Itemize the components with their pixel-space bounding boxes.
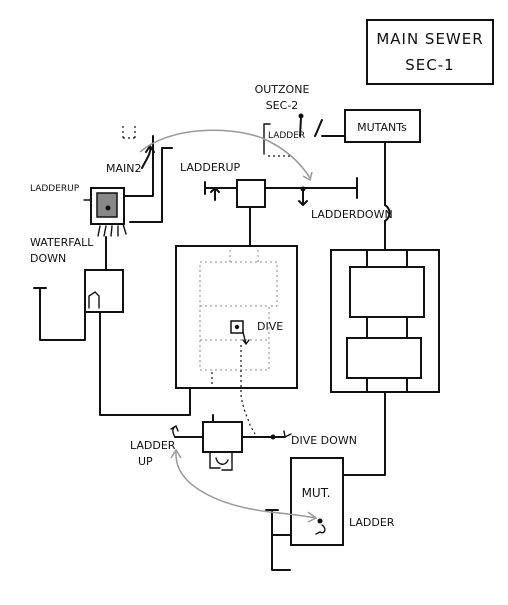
mut-ladder-curl [315,524,326,535]
lower-junction-room [202,421,243,453]
lower-junction-feet [209,451,233,471]
left-room [84,269,124,313]
divedown-node [270,434,276,440]
mutants-top-label: MUTANTs [357,121,407,134]
ladderdown-arrow [298,190,308,206]
main2-frame [124,135,173,223]
lower-junction-pipes [174,414,286,438]
ladderup-mid-label: LADDERUP [180,161,240,174]
waterfall-down-label: DOWN [30,252,66,265]
main2-dots [122,126,136,139]
waterfall-drops [97,223,127,237]
mut-label: MUT. [302,486,331,500]
ladder-outzone-node [298,113,304,119]
waterfall-shaded [96,192,118,218]
ladder-bottom-label: LADDER [349,516,395,529]
title-line2: SEC-1 [405,56,454,74]
outzone-sec-label: SEC-2 [266,99,299,112]
waterfall-label: WATERFALL [30,236,94,249]
divedown-arrow [283,430,292,439]
right-room-bottom [346,337,422,379]
junction-room-top [236,179,266,208]
title-line1: MAIN SEWER [376,30,483,48]
dive-dotted-route [240,345,256,435]
left-room-inner [88,291,100,309]
pipe-bump [384,204,391,222]
central-room [175,245,298,389]
ladderdown-node [300,186,306,192]
mutants-room-top [344,109,421,143]
waterfall-node [105,205,111,211]
warp-mut-arrowhead [307,511,318,523]
warp-ladderup-to-mut [175,451,317,519]
mut-ladder-node [317,518,323,524]
warp-main2-to-ladderdown [139,129,311,179]
right-room-pipe [342,391,386,476]
dive-label: DIVE [257,320,283,333]
outzone-label: OUTZONE [255,83,310,96]
ladder-outzone-label: LADDER [268,131,305,141]
right-room-connectors [366,249,408,393]
ladderup-mid-arrow [210,187,220,201]
title-box [366,19,494,85]
outzone-to-mutants [299,117,346,137]
ladder-up-label-2: UP [138,455,153,468]
dive-arrow [242,331,250,346]
ladderup-left-label: LADDERUP [30,184,80,194]
central-dotted-outline [199,261,278,371]
ladder-up-label: LADDER [130,439,176,452]
right-room-top [349,266,425,318]
mut-left-pipe [265,509,292,571]
left-stub-pipe [33,287,86,341]
warp-ladderup-arrowhead [170,448,182,459]
mut-room [290,457,344,546]
warp-ladderdown-arrowhead [302,171,313,182]
left-down-pipe [99,311,191,416]
divedown-label: DIVE DOWN [291,434,357,447]
ladder-up-arrow [170,424,179,438]
ladderdown-label: LADDERDOWN [311,208,393,221]
dive-node [234,324,240,330]
main2-label: MAIN2 [106,162,142,175]
main2-curl [141,145,155,169]
